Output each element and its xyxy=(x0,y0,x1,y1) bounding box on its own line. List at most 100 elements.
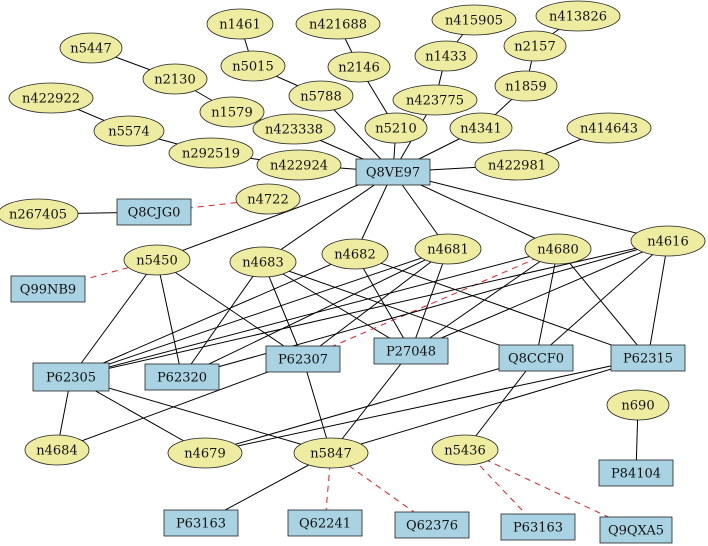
node-P62315[interactable]: P62315 xyxy=(610,344,686,372)
node-Q8VE97[interactable]: Q8VE97 xyxy=(355,158,431,186)
edge-Q8CCF0-n5436 xyxy=(464,357,537,451)
node-n4341[interactable]: n4341 xyxy=(449,112,513,144)
edge-n4681-P62307 xyxy=(302,248,449,360)
node-n4680[interactable]: n4680 xyxy=(524,233,592,265)
node-n4684[interactable]: n4684 xyxy=(24,434,90,466)
node-label: n421688 xyxy=(309,18,367,33)
node-n422924[interactable]: n422924 xyxy=(256,149,342,181)
ellipse-node-shape xyxy=(535,0,621,32)
node-n1433[interactable]: n1433 xyxy=(414,40,478,72)
node-n422981[interactable]: n422981 xyxy=(474,149,560,181)
node-P84104[interactable]: P84104 xyxy=(598,459,674,487)
node-label: n422922 xyxy=(22,92,80,107)
node-n2130[interactable]: n2130 xyxy=(142,63,208,95)
node-n5436[interactable]: n5436 xyxy=(431,434,499,466)
ellipse-node-shape xyxy=(414,233,482,265)
node-n267405[interactable]: n267405 xyxy=(0,198,79,230)
ellipse-node-shape xyxy=(123,244,191,276)
node-label: n4680 xyxy=(537,243,578,258)
node-n4681[interactable]: n4681 xyxy=(414,233,482,265)
edge-n5450-P62305 xyxy=(70,259,158,378)
node-label: n267405 xyxy=(9,208,67,223)
node-P62307[interactable]: P62307 xyxy=(265,345,341,373)
edge-n4683-P62320 xyxy=(181,261,264,378)
node-label: n5788 xyxy=(300,90,341,105)
node-label: n1579 xyxy=(211,106,252,121)
ellipse-node-shape xyxy=(503,30,567,62)
edge-n4681-P27048 xyxy=(410,248,449,352)
node-n4683[interactable]: n4683 xyxy=(229,246,297,278)
node-n5447[interactable]: n5447 xyxy=(59,32,123,64)
node-P62320[interactable]: P62320 xyxy=(144,363,220,391)
ellipse-node-shape xyxy=(449,112,513,144)
node-n4722[interactable]: n4722 xyxy=(235,183,301,215)
node-P63163a[interactable]: P63163 xyxy=(163,509,239,537)
node-n413826[interactable]: n413826 xyxy=(535,0,621,32)
node-n5450[interactable]: n5450 xyxy=(123,244,191,276)
node-n4616[interactable]: n4616 xyxy=(630,225,706,257)
node-label: P62305 xyxy=(46,371,96,386)
node-n422922[interactable]: n422922 xyxy=(8,82,94,114)
node-label: P63163 xyxy=(176,517,226,532)
node-n5847[interactable]: n5847 xyxy=(293,437,369,469)
node-P63163b[interactable]: P63163 xyxy=(500,513,576,541)
node-label: Q8VE97 xyxy=(366,166,420,181)
edge-n4680-P62307 xyxy=(302,248,559,360)
node-label: P62320 xyxy=(157,371,207,386)
node-Q62376[interactable]: Q62376 xyxy=(394,511,470,539)
node-Q8CJG0[interactable]: Q8CJG0 xyxy=(116,198,192,226)
node-label: Q9QXA5 xyxy=(608,524,664,539)
node-P27048[interactable]: P27048 xyxy=(373,337,449,365)
node-n292519[interactable]: n292519 xyxy=(168,137,254,169)
node-n5574[interactable]: n5574 xyxy=(93,115,165,147)
node-n1579[interactable]: n1579 xyxy=(199,96,265,128)
ellipse-node-shape xyxy=(256,149,342,181)
edge-P62307-n4684 xyxy=(56,358,304,451)
ellipse-node-shape xyxy=(494,70,558,102)
node-label: n4341 xyxy=(460,122,501,137)
ellipse-node-shape xyxy=(167,437,243,469)
node-n1461[interactable]: n1461 xyxy=(206,8,274,40)
node-n423338[interactable]: n423338 xyxy=(252,113,336,145)
rect-node-shape xyxy=(610,344,686,372)
edge-P62305-n5847 xyxy=(70,376,332,454)
node-n5788[interactable]: n5788 xyxy=(288,80,354,112)
node-n421688[interactable]: n421688 xyxy=(295,8,381,40)
node-n2157[interactable]: n2157 xyxy=(503,30,567,62)
node-n690[interactable]: n690 xyxy=(606,389,670,421)
node-Q99NB9[interactable]: Q99NB9 xyxy=(10,275,86,303)
ellipse-node-shape xyxy=(431,434,499,466)
node-n5210[interactable]: n5210 xyxy=(364,112,428,144)
node-label: n2146 xyxy=(338,61,379,76)
node-label: n423338 xyxy=(265,123,323,138)
node-label: n4683 xyxy=(242,256,283,271)
edge-P62315-n4679 xyxy=(204,357,649,454)
rect-node-shape xyxy=(500,513,576,541)
node-n415905[interactable]: n415905 xyxy=(431,4,517,36)
edge-P27048-n5847 xyxy=(330,350,412,454)
edge-n4683-Q8CCF0 xyxy=(262,261,537,359)
node-n4679[interactable]: n4679 xyxy=(167,437,243,469)
node-n4682[interactable]: n4682 xyxy=(321,238,389,270)
node-Q9QXA5[interactable]: Q9QXA5 xyxy=(599,516,673,544)
node-n423775[interactable]: n423775 xyxy=(392,84,478,116)
node-n1859[interactable]: n1859 xyxy=(494,70,558,102)
node-P62305[interactable]: P62305 xyxy=(32,362,110,392)
edge-n4682-P62315 xyxy=(354,253,649,359)
node-Q62241[interactable]: Q62241 xyxy=(287,509,363,537)
edge-n4616-P62315 xyxy=(647,240,669,359)
node-label: n4681 xyxy=(427,243,468,258)
node-n414643[interactable]: n414643 xyxy=(566,112,652,144)
node-n5015[interactable]: n5015 xyxy=(220,50,286,82)
edge-n4682-P62305 xyxy=(70,253,356,378)
edge-n4616-P27048 xyxy=(410,240,669,352)
ellipse-node-shape xyxy=(235,183,301,215)
ellipse-node-shape xyxy=(431,4,517,36)
ellipse-node-shape xyxy=(59,32,123,64)
edge-Q8CCF0-n4679 xyxy=(204,357,537,454)
node-n2146[interactable]: n2146 xyxy=(327,51,391,83)
ellipse-node-shape xyxy=(206,8,274,40)
node-Q8CCF0[interactable]: Q8CCF0 xyxy=(498,344,574,372)
